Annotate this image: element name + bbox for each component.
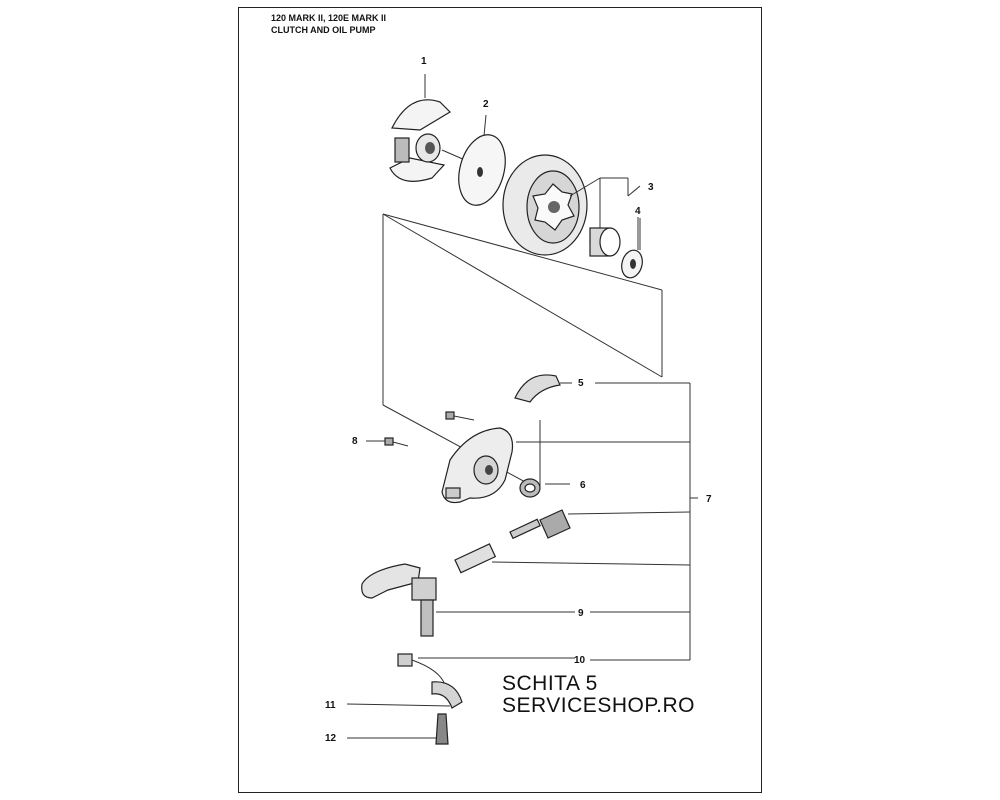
watermark-line-2: SERVICESHOP.RO [502,694,695,717]
callout-2: 2 [483,99,489,110]
needle-bearing-part [589,227,621,257]
watermark-line-1: SCHITA 5 [502,672,598,695]
washer-part [458,114,506,206]
callout-1: 1 [421,56,427,67]
lever-and-hose-part [361,563,575,686]
small-washer-part [621,217,643,279]
callout-11: 11 [325,700,336,711]
callout-4: 4 [635,206,641,217]
callout-bracket-7 [424,74,698,661]
callout-6: 6 [580,480,586,491]
elbow-fitting-part [346,681,463,709]
oil-pump-housing-part [441,427,514,504]
clutch-shoes-part [389,99,466,182]
oil-filter-part [347,713,449,745]
section-title: CLUTCH AND OIL PUMP [271,25,376,35]
pump-plunger-part [509,509,691,540]
callout-3: 3 [648,182,654,193]
worm-gear-part [519,478,570,498]
pump-cylinder-part [454,543,691,574]
callout-5: 5 [578,378,584,389]
model-title: 120 MARK II, 120E MARK II [271,13,387,23]
diagram-frame [238,7,762,793]
callout-7: 7 [706,494,712,505]
callout-10: 10 [574,655,586,666]
screw-parts [366,411,475,447]
assembly-outline [382,213,663,491]
clutch-drum-part [502,154,641,256]
curved-bracket-part [514,374,572,403]
callout-8: 8 [352,436,358,447]
callout-9: 9 [578,608,584,619]
callout-12: 12 [325,733,337,744]
